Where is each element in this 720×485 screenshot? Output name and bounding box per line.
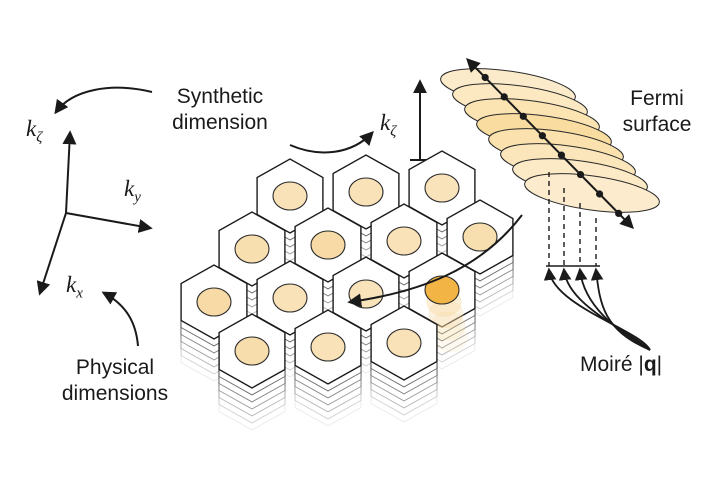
k-x-base: k xyxy=(66,272,77,297)
lattice-site xyxy=(256,260,324,336)
fermi-node-dot xyxy=(519,112,527,120)
orbital-disk xyxy=(348,177,384,207)
lattice-site xyxy=(256,158,324,234)
lattice-site xyxy=(294,207,362,283)
synthetic-label-line2: dimension xyxy=(172,111,268,134)
k-y-base: k xyxy=(124,176,135,201)
physical-label-line2: dimensions xyxy=(61,382,169,405)
lattice-site xyxy=(370,305,438,381)
k-y-sub: y xyxy=(134,189,141,206)
fermi-node-dot xyxy=(500,93,508,101)
fermi-node-dot xyxy=(481,73,489,82)
fermi-surface-stack xyxy=(440,58,660,229)
k-zeta-mid-sub: ζ xyxy=(390,123,397,140)
fermi-label-line1: Fermi xyxy=(630,87,684,110)
lattice-site xyxy=(332,154,400,230)
fermi-surface-label: Fermi surface xyxy=(612,86,702,138)
orbital-disk xyxy=(310,332,346,362)
physical-curve-arrow xyxy=(101,291,139,347)
hexagon-lattice xyxy=(180,150,514,431)
k-zeta-mid-label: kζ xyxy=(380,110,396,141)
fermi-axis-line xyxy=(466,58,634,229)
moire-q-label: Moiré |q| xyxy=(580,352,662,378)
physical-label-line1: Physical xyxy=(75,356,155,379)
moire-arrow xyxy=(574,267,651,351)
k-zeta-axis xyxy=(62,130,77,214)
fermi-node-dot xyxy=(557,151,566,159)
k-zeta-mid-arrow xyxy=(410,79,430,161)
orbital-disk xyxy=(234,336,270,366)
orbital-disk xyxy=(424,275,460,305)
k-zeta-left-base: k xyxy=(26,116,37,141)
synthetic-curve-arrow xyxy=(54,86,153,115)
orbital-disk xyxy=(272,283,308,313)
lattice-site xyxy=(180,264,248,340)
orbital-disk xyxy=(386,226,422,256)
orbital-disk xyxy=(310,230,346,260)
orbital-disk xyxy=(196,287,232,317)
physical-dimensions-label: Physical dimensions xyxy=(40,355,190,407)
lattice-site xyxy=(218,313,286,389)
orbital-disk xyxy=(234,234,270,264)
moire-arrow xyxy=(543,267,651,351)
lattice-site xyxy=(408,150,476,226)
orbital-disk xyxy=(348,279,384,309)
k-y-axis xyxy=(65,212,153,233)
fermi-node-dot xyxy=(595,190,604,198)
lattice-site xyxy=(218,211,286,287)
k-x-sub: x xyxy=(76,285,83,302)
moire-arrow xyxy=(558,267,651,351)
orbital-disk xyxy=(386,328,422,358)
fermi-node-dot xyxy=(615,209,623,218)
lattice-site xyxy=(408,252,476,353)
k-x-label: kx xyxy=(66,272,83,303)
fermi-label-line2: surface xyxy=(622,113,692,136)
k-x-axis xyxy=(36,212,67,296)
k-zeta-left-label: kζ xyxy=(26,116,42,147)
label-arrows xyxy=(54,86,374,347)
lattice-site xyxy=(294,309,362,385)
moire-prefix: Moiré | xyxy=(580,353,644,376)
moire-suffix: | xyxy=(656,353,663,376)
fermi-to-site-arrow xyxy=(347,214,523,308)
moire-q-vector: q xyxy=(643,353,657,376)
k-y-label: ky xyxy=(124,176,141,207)
synthetic-label-line1: Synthetic xyxy=(176,85,264,108)
synthetic-dimension-label: Synthetic dimension xyxy=(160,84,280,136)
lattice-site xyxy=(370,203,438,279)
fermi-node-dot xyxy=(576,170,585,179)
fermi-node-dot xyxy=(538,132,546,140)
orbital-disk xyxy=(424,173,460,203)
k-zeta-mid-base: k xyxy=(380,110,391,135)
axes-group xyxy=(36,130,153,296)
moire-arrows xyxy=(543,172,651,351)
moire-arrow xyxy=(590,267,651,351)
orbital-disk xyxy=(272,181,308,211)
synthetic-curve-arrow-right xyxy=(289,130,374,154)
k-zeta-left-sub: ζ xyxy=(36,129,43,146)
